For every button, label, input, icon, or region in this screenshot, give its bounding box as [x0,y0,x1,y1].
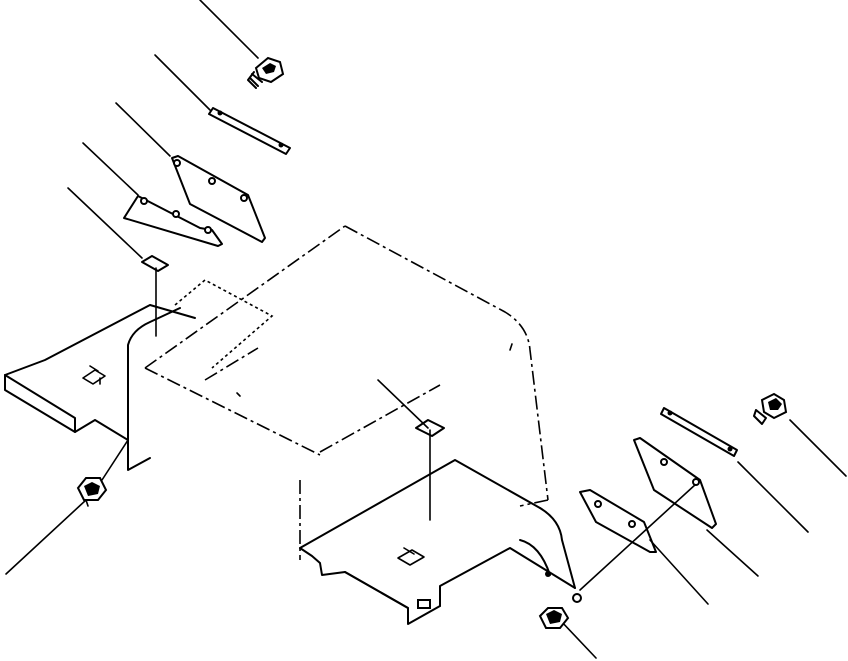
strip-body [208,107,291,155]
plate-right-body [633,437,717,529]
bolt-upper-left [247,56,285,89]
strip-right-hole-1 [667,410,673,416]
plate-right-hole-1 [660,458,668,466]
floor-left-riser [127,307,181,441]
leader-gasket-upper-left [82,142,139,196]
plate-body [171,155,266,243]
floor-panel-right [299,459,582,625]
cab-roof-front-edge [144,225,346,369]
strip-right [660,407,738,457]
leader-strip-upper-left [154,54,211,111]
floor-right-tab [417,599,431,609]
cab-mark [236,392,241,397]
strip-right-body [660,407,738,457]
floor-left-front-edge [4,374,129,441]
floor-right-front-edge [299,547,441,625]
leader-gasket-right [649,539,709,605]
nut-right [538,607,570,629]
cab-outline [144,225,549,560]
floor-left-slot-mark [89,365,99,372]
floor-right-riser-inner [519,539,551,576]
gasket-right-hole-1 [594,500,602,508]
center-line-left-lower [101,439,129,481]
cab-mark-2 [509,343,513,351]
floor-right-rear-edge [439,547,576,607]
pad-left-body [141,255,169,272]
gasket-body [123,195,223,247]
pad-center-body [415,419,445,437]
nut-left-shade [84,482,100,496]
cab-roof-diagonal [319,384,441,453]
floor-left-slot [82,369,106,385]
gasket-hole-3 [204,226,212,234]
leader-bolt-upper-left [199,0,259,59]
nut-left [76,477,108,507]
plate-hole-1 [173,159,181,167]
bolt-right-shank [753,409,767,425]
floor-left-step [127,439,151,471]
nut-right-shade [546,610,562,624]
cab-roof-rear-edge [344,225,549,501]
leader-plate-right [706,529,759,577]
floor-right-hole [545,571,551,577]
floor-right-lip [344,571,409,609]
plate-right [633,437,717,529]
bolt-head-shade [262,63,276,74]
floor-right-boss [572,593,582,603]
leader-nut-left [5,499,87,575]
leader-bolt-right [789,419,847,477]
gasket-upper-left [123,195,223,247]
cab-window-outline [174,279,274,369]
gasket-right [579,489,657,553]
center-line-right [579,483,697,591]
floor-right-slot [397,549,425,566]
cab-window-lower [204,347,259,381]
gasket-right-hole-2 [628,520,636,528]
gasket-hole-1 [140,197,148,205]
plate-hole-3 [240,194,248,202]
nut-left-edge [85,499,89,507]
bolt-right-head-shade [768,398,782,410]
bolt-shank [247,71,263,89]
plate-upper-left [171,155,266,243]
pad-left [141,255,169,272]
leader-plate-upper-left [115,102,171,157]
strip-upper-left [208,107,291,155]
cab-roof-lower-edge [144,367,321,456]
floor-right-riser [539,507,576,589]
leader-nut-right [559,619,597,659]
leader-pad-left [67,187,143,259]
plate-hole-2 [208,177,216,185]
gasket-hole-2 [172,210,180,218]
strip-hole-2 [278,142,284,148]
gasket-right-body [579,489,657,553]
floor-left-top-edge [4,304,196,376]
bolt-right [753,392,788,425]
floor-left-side [4,374,76,433]
strip-right-hole-2 [727,446,733,452]
leader-strip-right [737,461,809,533]
leader-lines [5,0,847,659]
pad-center [415,419,445,437]
strip-hole-1 [217,110,223,116]
plate-right-hole-2 [692,478,700,486]
leader-pad-center [377,379,429,429]
floor-right-slot-mark [403,547,415,555]
cab-rear-bottom [519,499,549,507]
floor-right-top-edge [299,459,541,549]
floor-panel-left [4,304,196,471]
